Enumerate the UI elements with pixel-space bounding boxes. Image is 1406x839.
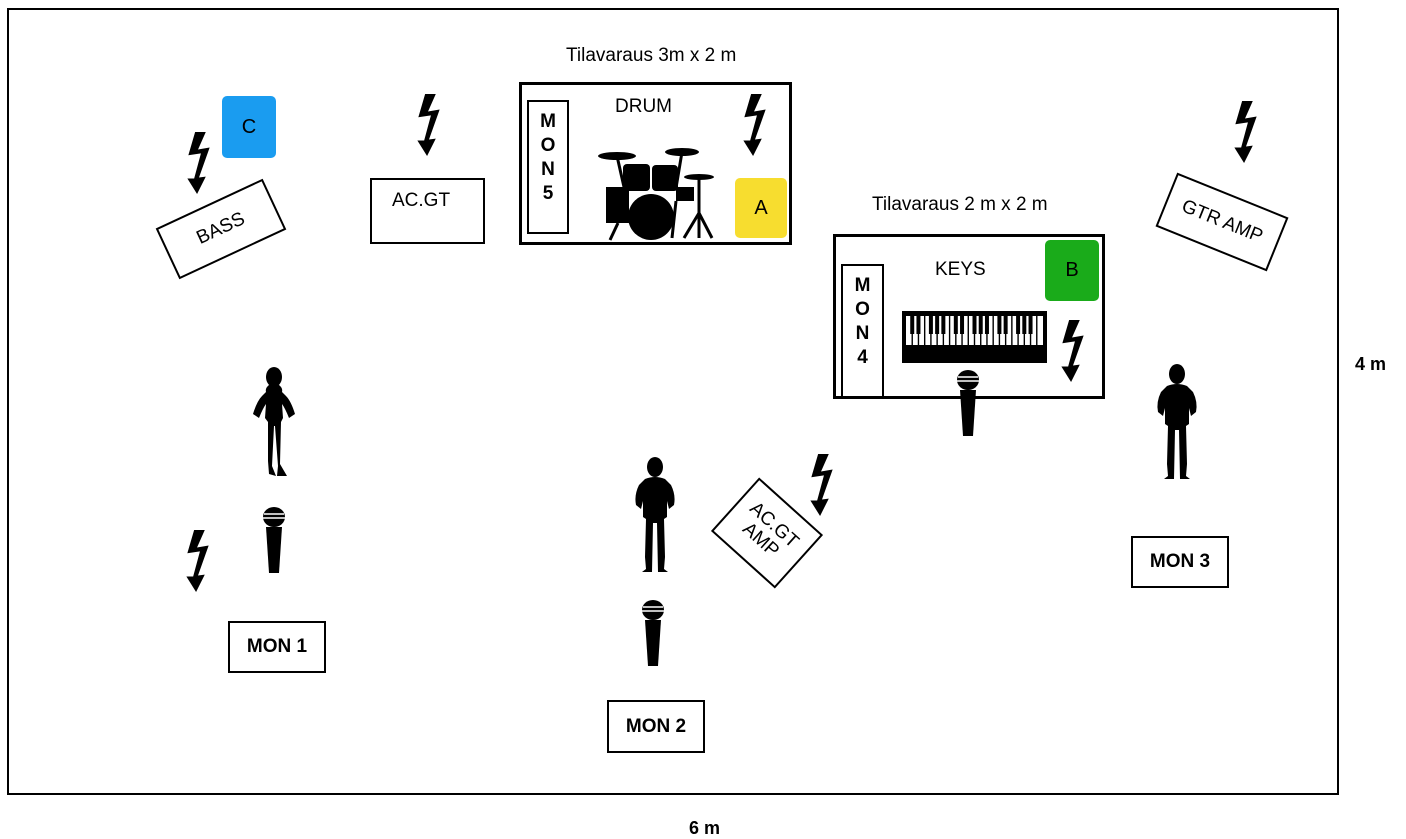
mon5-letter: M xyxy=(540,111,556,132)
mon3-monitor: MON 3 xyxy=(1131,536,1229,588)
lightning-icon xyxy=(181,530,215,592)
lightning-icon xyxy=(182,132,216,194)
stage-outline xyxy=(7,8,1339,795)
width-dimension-label: 6 m xyxy=(689,818,721,838)
lightning-icon xyxy=(1229,101,1263,163)
mon5-monitor: M O N 5 xyxy=(527,100,569,234)
keys-reservation-label: Tilavaraus 2 m x 2 m xyxy=(872,194,1048,215)
drum-reservation-label: Tilavaraus 3m x 2 m xyxy=(566,45,737,66)
power-tag-b: B xyxy=(1045,240,1099,301)
ac-gt-box: AC.GT xyxy=(370,178,485,244)
microphone-icon xyxy=(641,600,665,666)
lightning-icon xyxy=(738,94,772,156)
power-tag-c: C xyxy=(222,96,276,158)
mon3-label: MON 3 xyxy=(1149,551,1211,572)
mon4-monitor: M O N 4 xyxy=(841,264,884,398)
lightning-icon xyxy=(1056,320,1090,382)
keyboard-icon xyxy=(902,311,1047,363)
keys-title: KEYS xyxy=(935,259,986,280)
person-icon xyxy=(630,457,680,573)
mon5-letter: N xyxy=(541,159,555,180)
microphone-icon xyxy=(956,370,980,436)
power-tag-b-label: B xyxy=(1065,259,1079,281)
mon2-label: MON 2 xyxy=(625,715,687,737)
mon1-label: MON 1 xyxy=(246,636,308,657)
person-icon xyxy=(1152,364,1202,480)
mon4-letter: O xyxy=(855,299,870,320)
mon4-letter: N xyxy=(855,323,870,344)
drum-kit-icon xyxy=(598,148,714,241)
power-tag-c-label: C xyxy=(241,115,257,138)
mon4-letter: 4 xyxy=(857,347,868,368)
person-icon xyxy=(249,366,299,478)
mon5-letter: O xyxy=(540,135,556,156)
power-tag-a-label: A xyxy=(754,196,768,219)
power-tag-a: A xyxy=(735,178,787,238)
mon2-monitor: MON 2 xyxy=(607,700,705,753)
mon4-letter: M xyxy=(854,275,871,296)
lightning-icon xyxy=(805,454,839,516)
mon1-monitor: MON 1 xyxy=(228,621,326,673)
microphone-icon xyxy=(262,507,286,573)
height-dimension-label: 4 m xyxy=(1355,354,1387,374)
gtr-amp-label: GTR AMP xyxy=(1178,195,1266,248)
drum-title: DRUM xyxy=(615,96,672,117)
ac-gt-label: AC.GT xyxy=(392,190,451,211)
mon5-letter: 5 xyxy=(542,183,554,204)
lightning-icon xyxy=(412,94,446,156)
bass-amp-label: BASS xyxy=(193,208,249,249)
